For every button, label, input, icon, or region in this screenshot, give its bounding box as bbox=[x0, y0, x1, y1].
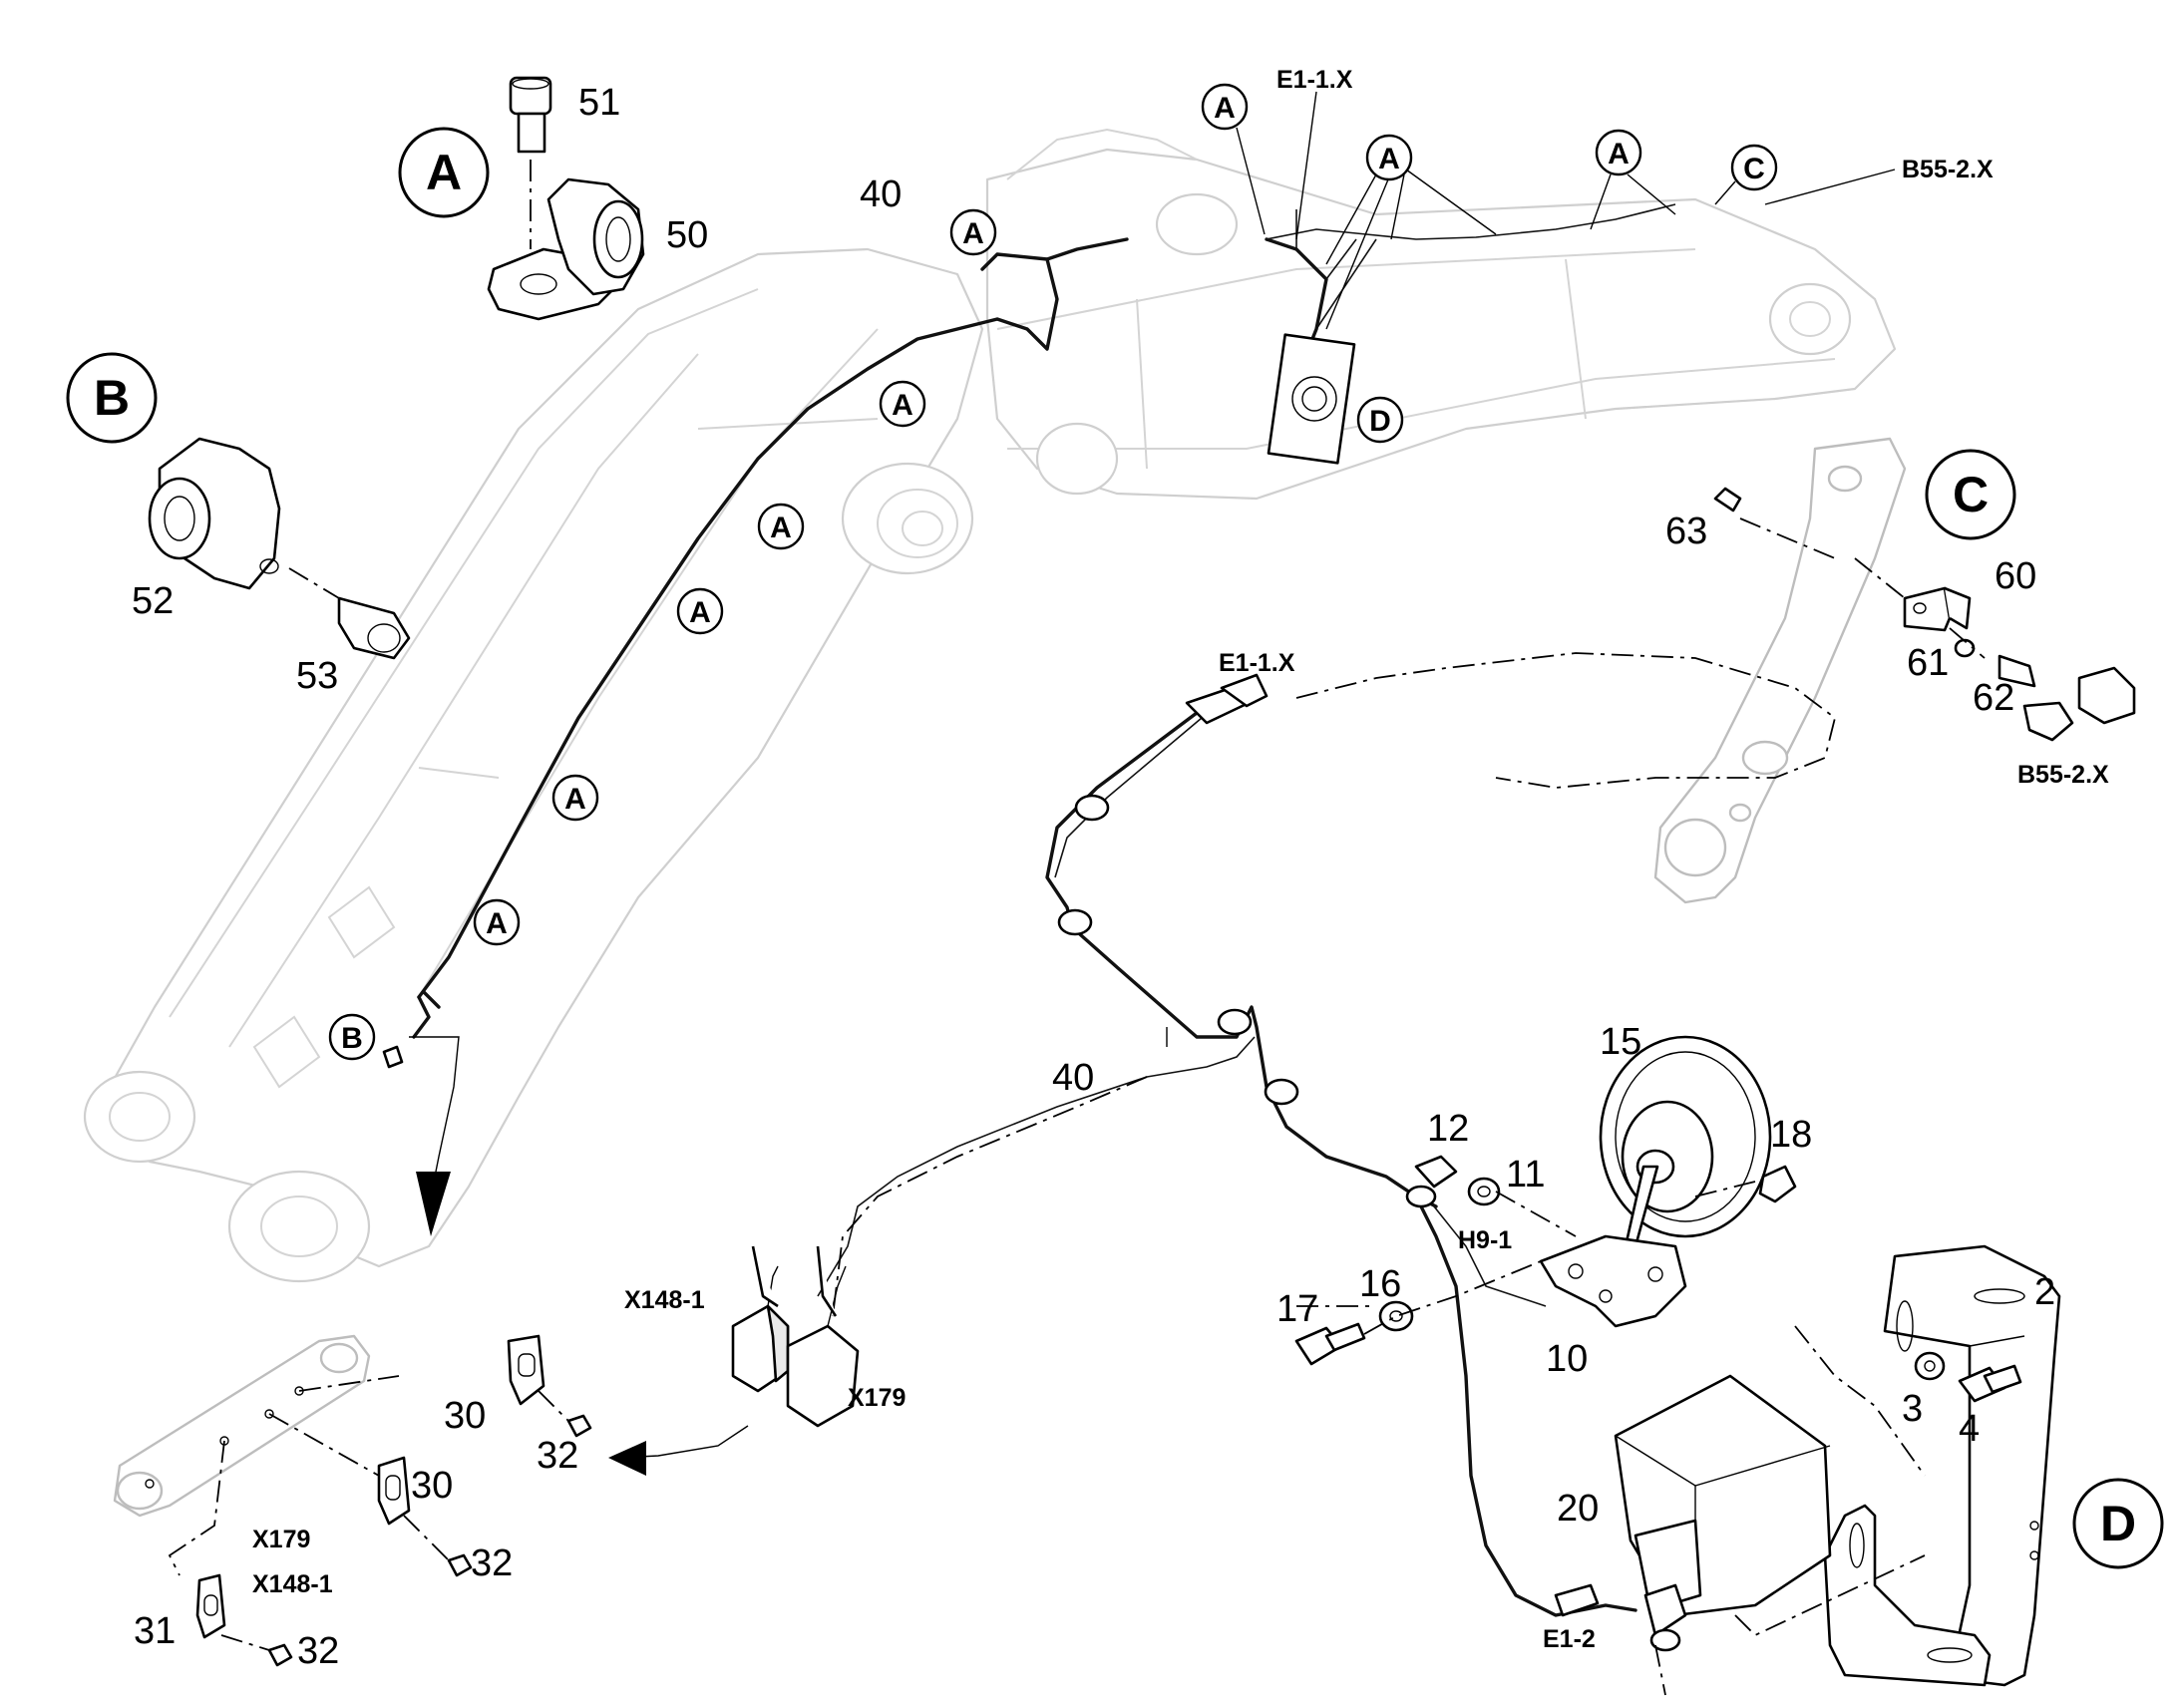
part-4: 4 bbox=[1959, 1408, 1980, 1450]
part-20: 20 bbox=[1557, 1488, 1599, 1530]
callout-a-4: A bbox=[949, 208, 997, 256]
callout-a-2: A bbox=[1325, 134, 1497, 330]
part-17: 17 bbox=[1276, 1288, 1318, 1330]
part-40-top: 40 bbox=[860, 173, 902, 215]
part-32-top: 32 bbox=[537, 1435, 578, 1477]
part-30-mid: 30 bbox=[411, 1465, 453, 1507]
label-e1-2: E1-2 bbox=[1543, 1625, 1596, 1653]
label-h9-1: H9-1 bbox=[1458, 1226, 1512, 1254]
part-53: 53 bbox=[296, 655, 338, 697]
svg-text:A: A bbox=[564, 783, 586, 816]
part-51: 51 bbox=[578, 82, 620, 124]
part-number-labels: 51 50 52 53 40 63 60 61 62 40 15 12 11 1… bbox=[132, 82, 2055, 1672]
label-b55-2x-mid: B55-2.X bbox=[2017, 761, 2109, 789]
part-32-mid: 32 bbox=[471, 1542, 513, 1584]
part-50: 50 bbox=[666, 214, 708, 256]
part-60: 60 bbox=[1995, 555, 2036, 597]
part-63: 63 bbox=[1665, 511, 1707, 552]
boom-ghost bbox=[83, 128, 1897, 1283]
connector-pair bbox=[731, 1245, 860, 1428]
part-16: 16 bbox=[1359, 1263, 1401, 1305]
mounting-plate bbox=[113, 1334, 592, 1667]
part-52: 52 bbox=[132, 580, 174, 622]
svg-text:A: A bbox=[770, 512, 792, 544]
callout-b-small: B bbox=[328, 1013, 404, 1069]
detail-c-bracket bbox=[1653, 437, 2136, 904]
label-b55-2x-top: B55-2.X bbox=[1902, 156, 1994, 183]
svg-text:A: A bbox=[892, 389, 913, 422]
part-10: 10 bbox=[1546, 1338, 1588, 1380]
svg-text:C: C bbox=[1953, 467, 1989, 522]
svg-text:D: D bbox=[2100, 1496, 2136, 1551]
part-15: 15 bbox=[1600, 1021, 1641, 1063]
callout-d-small: D bbox=[1356, 396, 1404, 444]
svg-text:A: A bbox=[1214, 92, 1236, 125]
label-x179: X179 bbox=[848, 1384, 906, 1412]
detail-marker-c: C bbox=[1925, 449, 2016, 540]
svg-text:A: A bbox=[962, 217, 984, 250]
callout-a-7: A bbox=[676, 587, 724, 635]
part-31: 31 bbox=[134, 1610, 176, 1652]
label-e1-1x-top: E1-1.X bbox=[1276, 66, 1353, 94]
svg-text:A: A bbox=[1378, 143, 1400, 175]
svg-text:B: B bbox=[341, 1022, 363, 1055]
view-arrows bbox=[409, 1036, 749, 1476]
callout-a-5: A bbox=[879, 380, 926, 428]
connector-labels: E1-1.X B55-2.X E1-1.X B55-2.X H9-1 E1-2 … bbox=[252, 66, 2109, 1653]
work-light-bracket bbox=[1614, 1244, 2061, 1696]
callout-c-small: C bbox=[1714, 144, 1778, 205]
svg-text:B: B bbox=[94, 370, 130, 426]
part-40-mid: 40 bbox=[1052, 1057, 1094, 1099]
part-30-top: 30 bbox=[444, 1395, 486, 1437]
part-62: 62 bbox=[1973, 677, 2014, 719]
callout-a-6: A bbox=[757, 503, 805, 550]
part-61: 61 bbox=[1907, 642, 1949, 684]
main-harness bbox=[817, 652, 1837, 1617]
svg-text:D: D bbox=[1369, 405, 1391, 438]
detail-b-clamp bbox=[148, 437, 411, 660]
detail-marker-a: A bbox=[398, 127, 490, 218]
svg-text:A: A bbox=[1608, 138, 1630, 171]
part-18: 18 bbox=[1770, 1114, 1812, 1156]
detail-marker-b: B bbox=[66, 352, 158, 444]
callout-a-9: A bbox=[473, 898, 521, 946]
detail-a-clamp bbox=[487, 76, 645, 321]
part-12: 12 bbox=[1427, 1108, 1469, 1150]
svg-text:A: A bbox=[486, 907, 508, 940]
svg-text:A: A bbox=[426, 145, 462, 200]
boom-wire-harness bbox=[412, 203, 1676, 1039]
callout-a-8: A bbox=[551, 774, 599, 822]
part-3: 3 bbox=[1902, 1388, 1923, 1430]
label-e1-1x-mid: E1-1.X bbox=[1219, 649, 1295, 677]
label-x148-1-plate: X148-1 bbox=[252, 1570, 333, 1598]
label-x148-1: X148-1 bbox=[624, 1286, 705, 1314]
part-11: 11 bbox=[1506, 1154, 1545, 1196]
svg-text:A: A bbox=[689, 596, 711, 629]
part-32-bottom: 32 bbox=[297, 1630, 339, 1672]
part-2: 2 bbox=[2034, 1271, 2055, 1313]
callout-a-1: A bbox=[1201, 83, 1266, 235]
horn-assembly bbox=[1294, 1035, 1797, 1366]
svg-text:C: C bbox=[1743, 153, 1765, 185]
callout-a-3: A bbox=[1590, 129, 1676, 230]
label-x179-plate: X179 bbox=[252, 1526, 310, 1553]
detail-marker-d: D bbox=[2072, 1478, 2164, 1569]
